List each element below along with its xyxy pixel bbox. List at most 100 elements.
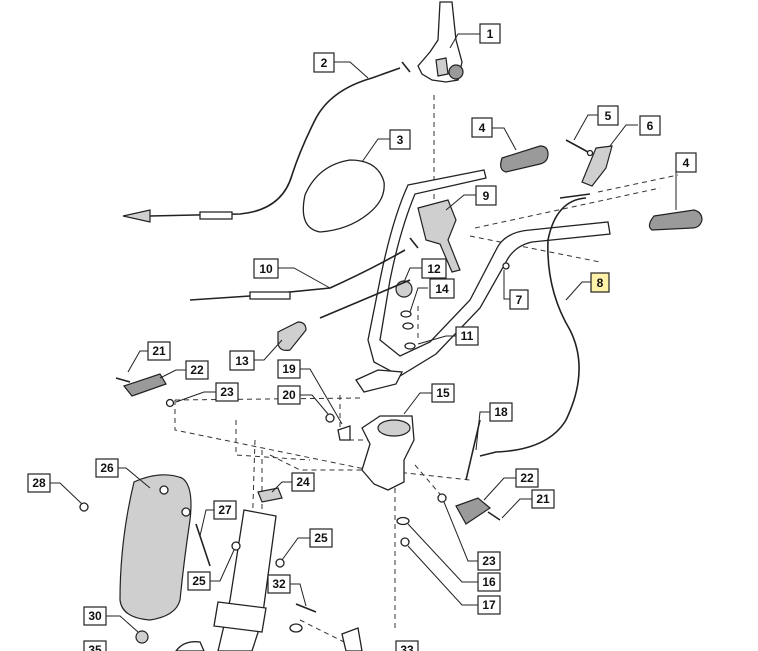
svg-text:30: 30: [88, 609, 102, 623]
part-lever-33: [341, 627, 363, 651]
callout-22b[interactable]: 22: [515, 468, 539, 488]
callout-17[interactable]: 17: [477, 595, 501, 615]
svg-text:13: 13: [235, 354, 249, 368]
callout-4a[interactable]: 4: [471, 117, 493, 138]
part-clamp-right: [437, 493, 501, 525]
part-sleeve: [277, 321, 307, 351]
callout-3[interactable]: 3: [389, 129, 411, 150]
svg-text:33: 33: [400, 643, 414, 651]
callout-10[interactable]: 10: [253, 258, 279, 279]
part-cable-lower: [189, 237, 419, 301]
callout-7[interactable]: 7: [509, 289, 529, 310]
svg-text:23: 23: [220, 385, 234, 399]
part-washer-16: [396, 516, 410, 547]
part-cap-30: [135, 630, 205, 651]
svg-text:11: 11: [461, 329, 474, 343]
callout-20[interactable]: 20: [277, 385, 301, 405]
part-rod: [319, 279, 411, 319]
callout-22a[interactable]: 22: [185, 360, 209, 380]
callout-boxes: 1 2 3 4 5 6 4 9 10 12 14 7 8 11 21 22 13…: [27, 23, 697, 651]
callout-15[interactable]: 15: [431, 383, 455, 403]
svg-text:7: 7: [516, 293, 523, 307]
part-bracket-24: [257, 487, 283, 503]
svg-text:22: 22: [190, 363, 204, 377]
callout-28[interactable]: 28: [27, 473, 51, 493]
svg-text:35: 35: [88, 643, 102, 651]
svg-text:25: 25: [192, 574, 206, 588]
svg-text:20: 20: [282, 388, 296, 402]
callout-leaders: [48, 33, 680, 633]
part-nut-28: [79, 502, 89, 512]
svg-text:6: 6: [647, 119, 654, 133]
svg-text:19: 19: [282, 362, 296, 376]
callout-2[interactable]: 2: [313, 52, 335, 73]
callout-25a[interactable]: 25: [187, 571, 211, 591]
part-housing: [361, 415, 415, 491]
svg-text:9: 9: [483, 189, 490, 203]
part-spring: [289, 603, 317, 633]
svg-text:32: 32: [272, 577, 286, 591]
callout-5[interactable]: 5: [597, 105, 619, 126]
svg-text:16: 16: [482, 575, 496, 589]
part-grip-right: [648, 209, 703, 231]
callout-21a[interactable]: 21: [147, 341, 171, 361]
part-nut-20: [325, 413, 335, 423]
part-clip: [337, 425, 351, 441]
svg-text:8: 8: [597, 276, 604, 290]
part-lever: [581, 145, 613, 187]
svg-text:15: 15: [436, 386, 450, 400]
svg-text:12: 12: [427, 262, 441, 276]
callout-27[interactable]: 27: [213, 500, 237, 520]
callout-21b[interactable]: 21: [531, 489, 555, 509]
part-screw-left: [115, 373, 175, 408]
svg-text:4: 4: [683, 156, 690, 170]
part-bracket-top: [417, 1, 464, 83]
part-cable-upper: [122, 61, 411, 223]
callout-18[interactable]: 18: [489, 402, 513, 422]
part-small-pin: [502, 262, 510, 270]
svg-text:26: 26: [100, 461, 114, 475]
svg-text:18: 18: [494, 405, 508, 419]
callout-12[interactable]: 12: [421, 258, 447, 279]
part-handlebar: [355, 169, 611, 393]
callout-19[interactable]: 19: [277, 359, 301, 379]
svg-text:4: 4: [479, 121, 486, 135]
callout-9[interactable]: 9: [475, 185, 497, 206]
callout-35[interactable]: 35: [83, 640, 107, 651]
callout-4b[interactable]: 4: [675, 152, 697, 173]
callout-23b[interactable]: 23: [477, 551, 501, 571]
part-side-panel: [119, 474, 192, 621]
svg-text:28: 28: [32, 476, 46, 490]
part-cable-main: [479, 193, 591, 457]
part-nut-25: [231, 541, 285, 568]
svg-text:24: 24: [296, 475, 310, 489]
callout-13[interactable]: 13: [229, 350, 255, 371]
callout-11[interactable]: 11: [455, 326, 479, 346]
part-washers: [400, 310, 416, 350]
callout-30[interactable]: 30: [83, 606, 107, 626]
callout-1[interactable]: 1: [479, 23, 501, 44]
callout-6[interactable]: 6: [639, 115, 661, 136]
svg-text:21: 21: [536, 492, 550, 506]
part-pin: [565, 139, 594, 157]
svg-text:21: 21: [152, 344, 166, 358]
callout-33[interactable]: 33: [395, 640, 419, 651]
callout-25b[interactable]: 25: [309, 528, 333, 548]
callout-26[interactable]: 26: [95, 458, 119, 478]
part-grip-left: [500, 145, 549, 173]
callout-8[interactable]: 8: [590, 272, 610, 293]
part-bolt-27: [195, 523, 211, 567]
callout-23a[interactable]: 23: [215, 382, 239, 402]
svg-text:25: 25: [314, 531, 328, 545]
callout-24[interactable]: 24: [291, 472, 315, 492]
svg-text:23: 23: [482, 554, 496, 568]
part-frame: [213, 509, 277, 651]
callout-32[interactable]: 32: [267, 574, 291, 594]
callout-16[interactable]: 16: [477, 572, 501, 592]
callout-14[interactable]: 14: [429, 278, 455, 299]
svg-text:14: 14: [435, 282, 449, 296]
svg-text:5: 5: [605, 109, 612, 123]
svg-text:22: 22: [520, 471, 534, 485]
svg-text:17: 17: [482, 598, 496, 612]
